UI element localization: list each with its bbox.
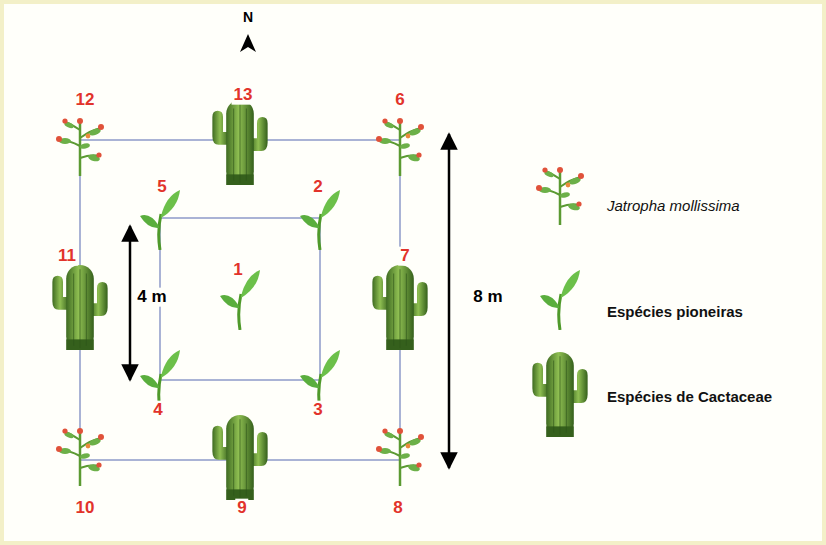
callout-number: 8 bbox=[391, 499, 404, 518]
dimension-label: 8 m bbox=[471, 288, 504, 307]
dimension-label: 4 m bbox=[135, 288, 168, 307]
callout-number: 7 bbox=[398, 247, 411, 266]
legend-text: Espécies de Cactaceae bbox=[607, 389, 772, 406]
callout-number: 2 bbox=[311, 178, 324, 197]
callout-number: 3 bbox=[311, 401, 324, 420]
callout-number: 9 bbox=[235, 499, 248, 518]
callout-number: 12 bbox=[74, 91, 97, 110]
planting-illustration bbox=[4, 4, 822, 541]
legend-text: Jatropha mollissima bbox=[607, 198, 740, 215]
callout-number: 1 bbox=[231, 261, 244, 280]
callout-number: 4 bbox=[151, 401, 164, 420]
page-ground: N123456789101112134 m8 mJatropha molliss… bbox=[4, 4, 822, 541]
callout-number: 10 bbox=[74, 499, 97, 518]
callout-number: 5 bbox=[155, 178, 168, 197]
legend-text: Espécies pioneiras bbox=[607, 304, 743, 321]
callout-number: 13 bbox=[232, 86, 255, 105]
callout-number: 6 bbox=[393, 91, 406, 110]
north-label: N bbox=[243, 10, 253, 25]
north-arrow bbox=[240, 34, 256, 52]
callout-number: 11 bbox=[56, 247, 78, 266]
